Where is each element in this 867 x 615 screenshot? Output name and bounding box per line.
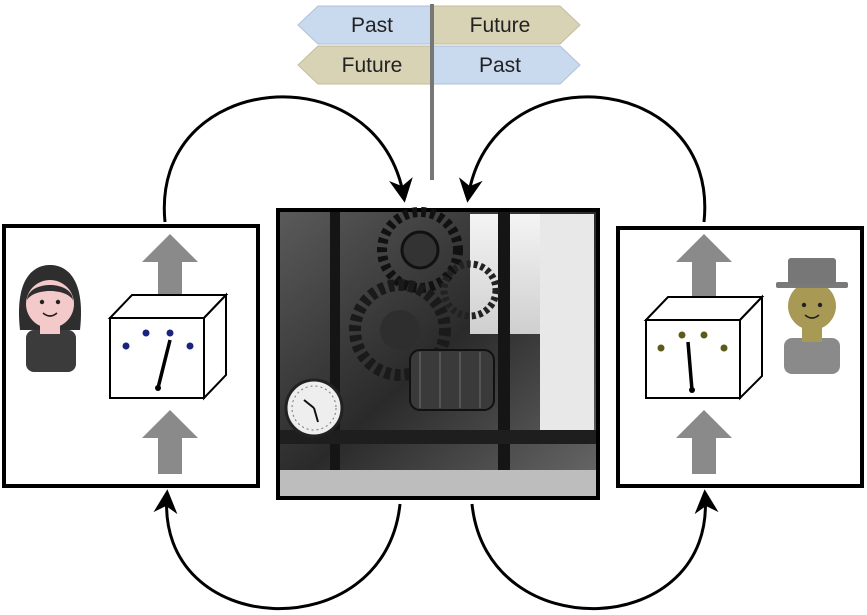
sign-bottom-left-label: Future	[342, 54, 403, 77]
signpost: Past Future Future Past	[297, 4, 581, 180]
left-panel	[2, 224, 260, 488]
girl-icon	[18, 265, 82, 372]
up-arrow-icon	[142, 410, 198, 474]
up-arrow-icon	[142, 234, 198, 302]
top-hat-man-icon	[776, 258, 848, 374]
clock-box-icon	[107, 292, 229, 401]
cycle-arrows	[153, 95, 719, 611]
sign-bottom-right-label: Past	[479, 54, 521, 77]
up-arrow-icon	[676, 234, 732, 302]
sign-bottom-left	[297, 45, 433, 85]
clock-mechanism-photo	[280, 207, 596, 496]
sign-top-right-label: Future	[470, 14, 531, 37]
sign-top-left	[297, 5, 433, 45]
sign-top-left-label: Past	[351, 14, 393, 37]
center-panel	[276, 207, 600, 500]
up-arrow-icon	[676, 410, 732, 474]
arrow-right-top	[458, 95, 707, 223]
right-panel	[616, 226, 864, 488]
arrow-left-bottom	[153, 489, 402, 611]
arrow-left-top	[162, 95, 413, 223]
clock-box-icon	[643, 294, 765, 401]
arrow-right-bottom	[470, 489, 719, 611]
